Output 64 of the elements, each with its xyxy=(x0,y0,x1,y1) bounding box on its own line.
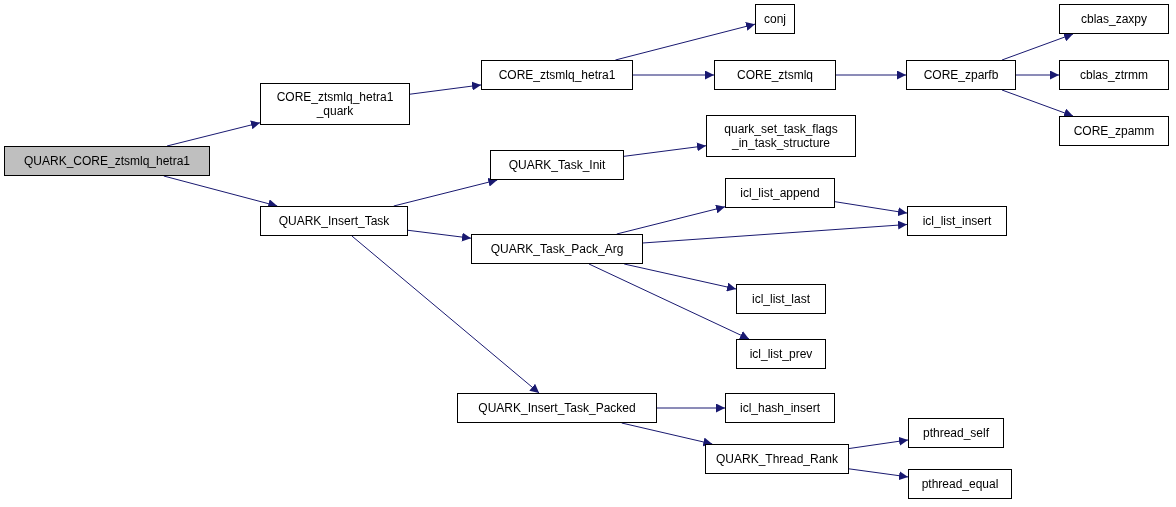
function-box xyxy=(490,150,624,180)
function-box xyxy=(1059,116,1169,146)
function-name: QUARK_Thread_Rank xyxy=(715,452,839,466)
arrow xyxy=(588,263,750,340)
arrow xyxy=(409,81,482,95)
function-name: CORE_ztsmlq xyxy=(737,68,813,82)
function-name: icl_list_insert xyxy=(922,214,992,228)
function-name: CORE_ztsmlq_hetra1 xyxy=(498,68,616,82)
arrow xyxy=(616,204,726,235)
function-box xyxy=(908,469,1012,499)
function-name: CORE_zpamm xyxy=(1073,124,1155,138)
function-name: icl_list_last xyxy=(752,292,810,306)
function-name: icl_list_prev xyxy=(749,347,813,361)
function-box xyxy=(481,60,633,90)
arrow xyxy=(1001,32,1074,61)
function-box xyxy=(907,206,1007,236)
function-box xyxy=(714,60,836,90)
arrow xyxy=(393,177,498,207)
function-box xyxy=(260,206,408,236)
arrow xyxy=(642,220,908,244)
arrow xyxy=(835,70,907,80)
function-name: pthread_equal xyxy=(921,477,999,491)
function-box xyxy=(471,234,643,264)
arrow xyxy=(351,235,540,394)
function-box xyxy=(4,146,210,176)
function-name: icl_list_append xyxy=(740,186,820,200)
function-name: icl_hash_insert xyxy=(739,401,820,415)
function-box xyxy=(725,393,835,423)
function-box xyxy=(706,115,856,157)
function-box xyxy=(755,4,795,34)
arrow xyxy=(614,22,756,61)
function-box xyxy=(260,83,410,125)
arrow xyxy=(656,403,726,413)
function-name: pthread_self xyxy=(922,426,989,440)
function-box xyxy=(1059,60,1169,90)
function-box xyxy=(906,60,1016,90)
function-box xyxy=(1059,4,1169,34)
function-name: QUARK_CORE_ztsmlq_hetra1 xyxy=(23,154,191,168)
function-box xyxy=(736,284,826,314)
arrow xyxy=(407,229,472,242)
function-box xyxy=(908,418,1004,448)
arrow xyxy=(166,120,261,147)
function-name: quark_set_task_flags _in_task_structure xyxy=(723,122,839,150)
function-box xyxy=(736,339,826,369)
arrow xyxy=(623,142,707,157)
function-name: cblas_ztrmm xyxy=(1080,68,1148,82)
function-box xyxy=(457,393,657,423)
arrow xyxy=(1001,89,1074,118)
function-box xyxy=(705,444,849,474)
function-name: QUARK_Insert_Task_Packed xyxy=(478,401,636,415)
arrow xyxy=(632,70,715,80)
function-name: QUARK_Insert_Task xyxy=(278,214,390,228)
arrow xyxy=(848,468,909,481)
arrow xyxy=(1015,70,1060,80)
function-name: CORE_zparfb xyxy=(923,68,999,82)
function-name: QUARK_Task_Init xyxy=(508,158,606,172)
arrow xyxy=(834,201,908,217)
function-name: CORE_ztsmlq_hetra1 _quark xyxy=(275,90,395,118)
function-name: conj xyxy=(764,12,786,26)
function-name: cblas_zaxpy xyxy=(1080,12,1147,26)
function-name: QUARK_Task_Pack_Arg xyxy=(490,242,624,256)
function-box xyxy=(725,178,835,208)
arrow xyxy=(621,422,713,447)
arrow xyxy=(848,436,909,450)
